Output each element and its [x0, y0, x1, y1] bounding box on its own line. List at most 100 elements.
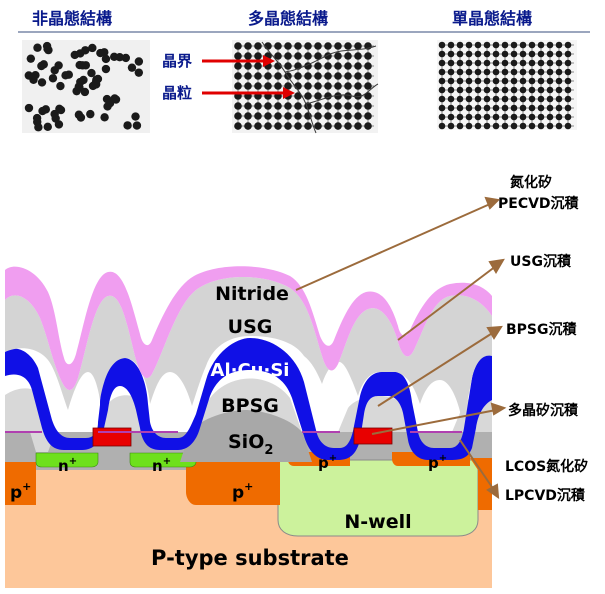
polycrystal-atom — [264, 122, 272, 130]
single-crystal-atom — [537, 50, 545, 58]
p-plus-label-left: p+ — [10, 480, 31, 503]
polycrystal-atom — [294, 102, 302, 110]
single-crystal-atom — [483, 59, 491, 67]
polycrystal-atom — [284, 102, 292, 110]
single-crystal-atom — [510, 77, 518, 85]
p-plus-text-nwell-1: p — [318, 454, 329, 472]
amorphous-atom — [96, 48, 105, 58]
polycrystal-atom — [364, 62, 372, 70]
p-plus-sup-left: + — [22, 480, 31, 493]
amorphous-atom — [38, 106, 47, 116]
single-crystal-atom — [483, 86, 491, 94]
polycrystal-atom — [354, 62, 362, 70]
polycrystal-atom — [284, 112, 292, 120]
polycrystal-atom — [304, 42, 312, 50]
p-plus-right-edge — [470, 458, 492, 510]
amorphous-atom — [101, 64, 111, 74]
single-crystal-atom — [438, 122, 446, 130]
polycrystal-atom — [234, 72, 242, 80]
polycrystal-atom — [334, 112, 342, 120]
single-crystal-atom — [447, 41, 455, 49]
callout-lpcvd: LPCVD沉積 — [505, 487, 586, 504]
polycrystal-atom — [254, 82, 262, 90]
single-crystal-atom — [537, 86, 545, 94]
amorphous-atom — [26, 54, 36, 63]
polycrystal-atom — [314, 62, 322, 70]
polycrystal-atom — [314, 42, 322, 50]
polycrystal-atom — [334, 82, 342, 90]
single-crystal-atom — [465, 122, 473, 130]
single-crystal-atom — [555, 41, 563, 49]
substrate-label: P-type substrate — [151, 546, 349, 570]
amorphous-atom — [31, 70, 40, 80]
poly-gate-1 — [92, 427, 132, 447]
polycrystal-atom — [294, 92, 302, 100]
single-crystal-atom — [564, 86, 572, 94]
polycrystal-atom — [234, 102, 242, 110]
n-well — [277, 459, 479, 537]
single-crystal-atom — [555, 68, 563, 76]
single-crystal-atom — [438, 95, 446, 103]
top-panels: 非晶態結構 多晶態結構 單晶態結構 晶界 晶粒 — [18, 9, 590, 134]
single-crystal-atom — [528, 104, 536, 112]
polycrystal-atom — [334, 52, 342, 60]
polycrystal-atom — [294, 52, 302, 60]
polycrystal-atom — [254, 112, 262, 120]
polycrystal-atom — [304, 52, 312, 60]
amorphous-atom — [34, 123, 43, 132]
single-crystal-atom — [510, 68, 518, 76]
polycrystal-atom — [324, 112, 332, 120]
polycrystal-atom — [234, 62, 242, 70]
polycrystal-atom — [344, 112, 352, 120]
polycrystal-atom — [344, 52, 352, 60]
single-crystal-atom — [546, 95, 554, 103]
single-crystal-atom — [483, 95, 491, 103]
single-crystal-atom — [510, 50, 518, 58]
n-plus-sup-2: + — [163, 456, 171, 467]
single-crystal-atom — [456, 95, 464, 103]
single-crystal-atom — [474, 59, 482, 67]
p-plus-text-center: p — [232, 483, 244, 503]
single-crystal-atom — [510, 122, 518, 130]
single-crystal-atom — [528, 86, 536, 94]
n-plus-label-2: n+ — [152, 456, 171, 475]
single-crystal-atom — [501, 68, 509, 76]
single-crystal-atom — [564, 77, 572, 85]
polycrystal-atom — [324, 42, 332, 50]
amorphous-atom — [121, 53, 131, 63]
single-crystal-atom — [519, 59, 527, 67]
single-crystal-atom — [501, 77, 509, 85]
polycrystal-atom — [344, 62, 352, 70]
single-crystal-atom — [465, 59, 473, 67]
single-crystal-atom — [492, 95, 500, 103]
single-crystal-atom — [456, 113, 464, 121]
single-crystal-atom — [537, 104, 545, 112]
single-crystal-atom — [456, 77, 464, 85]
single-crystal-atom — [546, 50, 554, 58]
single-crystal-atom — [537, 77, 545, 85]
polycrystal-atoms — [234, 42, 374, 130]
single-crystal-atom — [510, 95, 518, 103]
polycrystal-atom — [234, 82, 242, 90]
single-crystal-atom — [546, 59, 554, 67]
amorphous-atom — [42, 41, 52, 51]
callout-poly: 多晶矽沉積 — [508, 402, 579, 419]
polycrystal-atom — [294, 112, 302, 120]
single-crystal-atom — [474, 50, 482, 58]
grain-boundary-arrow — [202, 55, 275, 67]
amorphous-atom — [134, 57, 144, 66]
p-plus-sup-nwell-1: + — [329, 453, 337, 464]
amorphous-atom — [105, 99, 115, 108]
callout-lcos: LCOS氮化矽 — [505, 458, 588, 475]
single-crystal-atom — [528, 68, 536, 76]
polycrystal-atom — [244, 112, 252, 120]
p-plus-text-nwell-2: p — [428, 454, 439, 472]
polycrystal-atom — [354, 72, 362, 80]
polycrystal-atom — [264, 102, 272, 110]
polycrystal-atom — [274, 62, 282, 70]
polycrystal-atom — [354, 122, 362, 130]
single-crystal-atom — [492, 41, 500, 49]
polycrystal-atom — [304, 82, 312, 90]
single-crystal-atom — [519, 68, 527, 76]
usg-label: USG — [228, 316, 273, 338]
